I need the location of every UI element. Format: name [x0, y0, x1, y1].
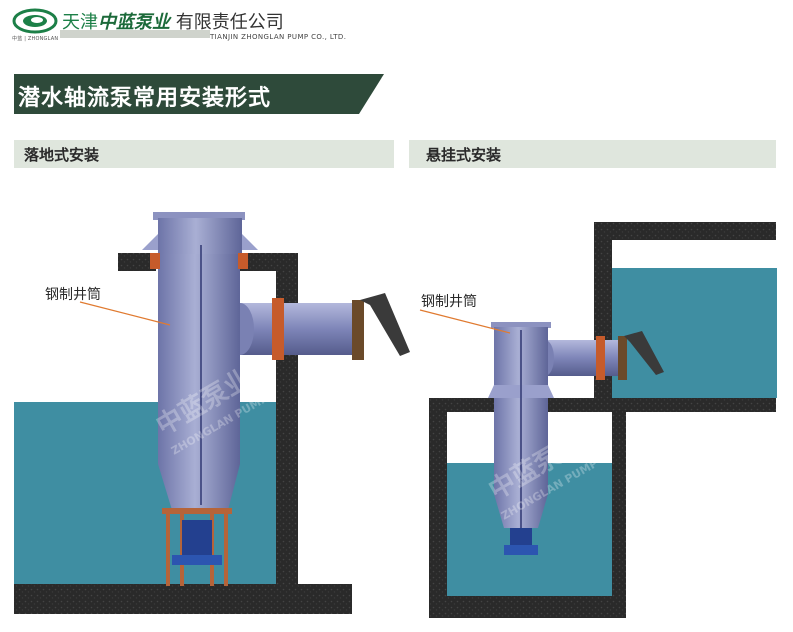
pump-stand-left — [162, 508, 232, 586]
floor-slab-right — [429, 596, 626, 618]
steel-well-barrel-left — [142, 212, 258, 510]
left-slab-right — [429, 398, 499, 412]
floor-installation-diagram: 中蓝泵业 ZHONGLAN PUMP — [14, 212, 410, 614]
left-wall-right — [429, 398, 447, 616]
inner-wall-right — [612, 410, 626, 616]
mid-slab-right — [594, 398, 776, 412]
top-wall-right — [594, 222, 776, 240]
company-name-brand: 中蓝泵业 — [98, 12, 170, 33]
top-slab-right-left — [233, 253, 298, 271]
callout-line-left — [79, 301, 171, 326]
callout-label-floor: 钢制井筒 — [45, 287, 101, 303]
section-header-floor — [14, 140, 394, 168]
callout-label-suspended: 钢制井筒 — [421, 294, 477, 310]
steel-well-barrel-right — [488, 322, 554, 555]
company-name-prefix: 天津 — [62, 12, 98, 33]
company-name-en: TIANJIN ZHONGLAN PUMP CO., LTD. — [210, 33, 347, 41]
company-logo-icon — [12, 8, 58, 34]
section-title-floor: 落地式安装 — [24, 146, 100, 164]
mid-wall-right — [594, 222, 612, 410]
company-name-cn: 天津中蓝泵业 有限责任公司 — [62, 8, 284, 34]
title-banner — [14, 74, 384, 114]
suspended-installation-diagram: 中蓝泵业 ZHONGLAN PUMP — [419, 222, 777, 618]
section-header-suspended — [409, 140, 776, 168]
logo-subtext: 中蓝 | ZHONGLAN — [12, 36, 59, 42]
section-title-suspended: 悬挂式安装 — [426, 146, 502, 164]
slab-beam-right — [548, 398, 598, 412]
callout-line-right — [419, 309, 511, 334]
top-slab-left-left — [118, 253, 156, 271]
page-header: 中蓝 | ZHONGLAN 天津中蓝泵业 有限责任公司 TIANJIN ZHON… — [0, 0, 793, 50]
ground-slab-left — [14, 584, 352, 614]
header-underline-bar — [60, 30, 210, 38]
discharge-pipe-left — [226, 293, 410, 360]
company-name-suffix: 有限责任公司 — [175, 12, 284, 33]
page-title: 潜水轴流泵常用安装形式 — [18, 86, 272, 111]
